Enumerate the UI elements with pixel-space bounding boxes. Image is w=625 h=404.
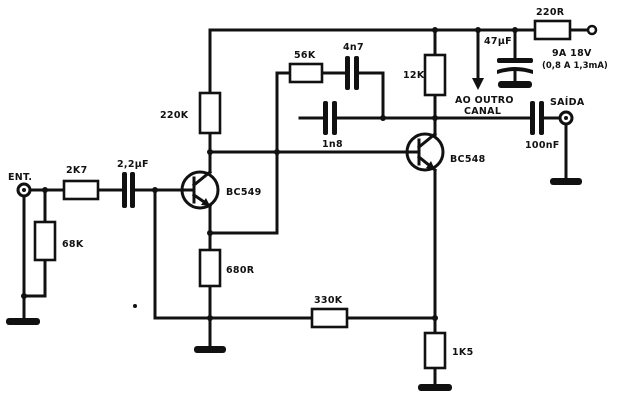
label-1n8: 1n8 xyxy=(322,139,343,150)
ground-symbol-q2 xyxy=(418,384,452,391)
capacitor-4n7 xyxy=(345,56,359,90)
junction-dots xyxy=(21,27,518,321)
label-2k7: 2K7 xyxy=(66,165,87,176)
ground-symbol-q1 xyxy=(194,346,226,353)
supply-terminal[interactable] xyxy=(586,24,598,36)
label-output: SAÍDA xyxy=(550,96,585,108)
label-4n7: 4n7 xyxy=(343,42,364,53)
label-680r: 680R xyxy=(226,265,255,276)
label-220r: 220R xyxy=(536,7,565,18)
resistor-56k xyxy=(288,62,324,84)
capacitor-47uf xyxy=(497,58,533,74)
capacitor-1n8 xyxy=(323,101,337,135)
resistor-2k7 xyxy=(62,179,100,201)
label-56k: 56K xyxy=(294,50,316,61)
wires xyxy=(22,28,592,387)
resistor-220k xyxy=(198,91,222,135)
capacitors xyxy=(122,56,544,208)
label-1k5: 1K5 xyxy=(452,347,473,358)
resistor-12k xyxy=(423,53,447,97)
label-330k: 330K xyxy=(314,295,343,306)
label-220k: 220K xyxy=(160,110,189,121)
labels: ENT. 2K7 2,2µF 68K 220K BC549 680R 56K 4… xyxy=(8,7,608,358)
label-68k: 68K xyxy=(62,239,84,250)
capacitor-2u2 xyxy=(122,172,135,208)
transistor-q2 xyxy=(405,131,445,173)
label-input: ENT. xyxy=(8,172,32,183)
resistors xyxy=(33,19,572,370)
capacitor-100nf xyxy=(530,101,544,135)
other-channel-arrow xyxy=(472,28,484,90)
grounds xyxy=(6,81,582,391)
input-jack[interactable] xyxy=(16,182,32,198)
resistor-68k xyxy=(33,220,57,262)
ground-symbol-output xyxy=(550,178,582,185)
resistor-680r xyxy=(198,248,222,288)
resistor-330k xyxy=(310,307,349,329)
resistor-1k5 xyxy=(423,331,447,370)
label-47uf: 47µF xyxy=(484,36,512,47)
label-supply-voltage: 9A 18V xyxy=(552,48,592,59)
label-q2: BC548 xyxy=(450,154,486,165)
resistor-220r xyxy=(533,19,572,41)
label-2u2: 2,2µF xyxy=(117,159,149,170)
label-other-channel-line2: CANAL xyxy=(464,106,501,117)
label-supply-current: (0,8 A 1,3mA) xyxy=(542,61,608,71)
transistor-q1 xyxy=(180,169,220,210)
ground-symbol-47uf xyxy=(498,81,532,88)
ground-symbol-input xyxy=(6,318,40,325)
output-jack[interactable] xyxy=(558,110,574,126)
label-100nf: 100nF xyxy=(525,140,560,151)
label-12k: 12K xyxy=(403,70,425,81)
label-other-channel-line1: AO OUTRO xyxy=(455,95,514,106)
label-q1: BC549 xyxy=(226,187,262,198)
